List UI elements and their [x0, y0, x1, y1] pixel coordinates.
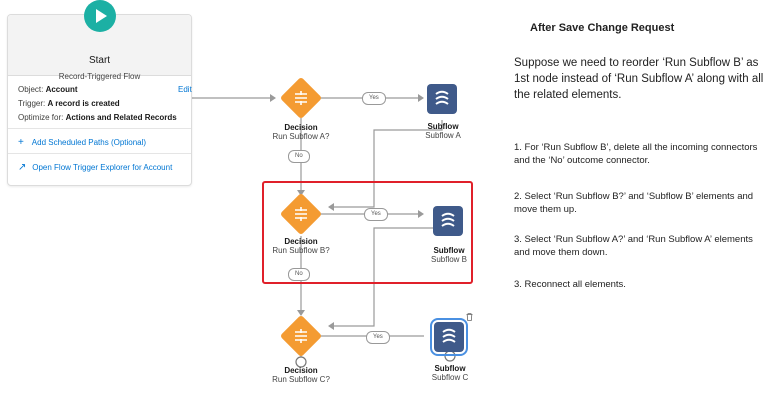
open-trigger-explorer-link[interactable]: ↗ Open Flow Trigger Explorer for Account: [18, 162, 172, 173]
play-icon[interactable]: [84, 0, 116, 32]
subflow-a-label: Subflow Subflow A: [407, 122, 479, 140]
subflow-a-node[interactable]: [427, 84, 457, 114]
decision-a-subtitle: Run Subflow A?: [272, 132, 330, 141]
object-row: Object: Account: [18, 85, 78, 94]
no-b-pill[interactable]: No: [288, 268, 310, 281]
yes-a-pill[interactable]: Yes: [362, 92, 386, 105]
decision-a-title: Decision: [284, 123, 318, 132]
subflow-c-subtitle: Subflow C: [431, 373, 469, 382]
object-label: Object:: [18, 85, 44, 94]
subflow-b-subtitle: Subflow B: [430, 255, 468, 264]
decision-c-subtitle: Run Subflow C?: [272, 375, 330, 384]
subflow-c-end-circle[interactable]: [444, 350, 456, 362]
divider: [8, 128, 191, 129]
subflow-icon: [441, 212, 455, 227]
decision-b-title: Decision: [284, 237, 318, 246]
decision-c-label: Decision Run Subflow C?: [266, 366, 336, 384]
object-value: Account: [45, 85, 78, 94]
start-subtitle: Record-Triggered Flow: [58, 72, 141, 81]
add-scheduled-paths-label: Add Scheduled Paths (Optional): [31, 138, 147, 147]
decision-icon: [295, 207, 307, 221]
add-scheduled-paths-link[interactable]: + Add Scheduled Paths (Optional): [18, 137, 146, 148]
open-trigger-explorer-label: Open Flow Trigger Explorer for Account: [32, 163, 173, 172]
optimize-value: Actions and Related Records: [65, 113, 177, 122]
trigger-label: Trigger:: [18, 99, 46, 108]
subflow-b-node[interactable]: [433, 206, 463, 236]
subflow-c-title: Subflow: [434, 364, 466, 373]
decision-icon: [295, 329, 307, 343]
yes-c-pill[interactable]: Yes: [366, 331, 390, 344]
panel-step: 3. Select ‘Run Subflow A?’ and ‘Run Subf…: [514, 234, 753, 258]
decision-b-subtitle: Run Subflow B?: [272, 246, 330, 255]
optimize-row: Optimize for: Actions and Related Record…: [18, 113, 177, 122]
panel-heading: After Save Change Request: [530, 22, 675, 34]
start-title: Start: [88, 55, 111, 66]
yes-b-pill[interactable]: Yes: [364, 208, 388, 221]
subflow-a-subtitle: Subflow A: [425, 131, 461, 140]
start-element[interactable]: Start Record-Triggered Flow Object: Acco…: [7, 14, 192, 186]
divider: [8, 153, 191, 154]
trash-icon[interactable]: [466, 313, 473, 321]
decision-b-label: Decision Run Subflow B?: [266, 237, 336, 255]
highlight-box: [262, 181, 473, 284]
decision-c-title: Decision: [284, 366, 318, 375]
edit-link[interactable]: Edit: [178, 85, 192, 94]
panel-intro: Suppose we need to reorder ‘Run Subflow …: [514, 57, 764, 101]
subflow-icon: [435, 90, 449, 105]
plus-icon: +: [18, 137, 24, 148]
decision-c-end-circle[interactable]: [295, 356, 307, 368]
subflow-icon: [442, 328, 456, 343]
decision-a-label: Decision Run Subflow A?: [266, 123, 336, 141]
panel-step: 3. Reconnect all elements.: [514, 279, 626, 290]
subflow-c-label: Subflow Subflow C: [414, 364, 486, 382]
subflow-c-node[interactable]: [430, 318, 468, 356]
decision-icon: [295, 91, 307, 105]
optimize-label: Optimize for:: [18, 113, 64, 122]
trigger-row: Trigger: A record is created: [18, 99, 120, 108]
open-external-icon: ↗: [18, 162, 27, 173]
panel-step: 1. For ‘Run Subflow B’, delete all the i…: [514, 142, 758, 166]
trigger-value: A record is created: [47, 99, 120, 108]
subflow-a-return-connector[interactable]: [334, 120, 443, 208]
subflow-b-title: Subflow: [433, 246, 465, 255]
subflow-a-title: Subflow: [427, 122, 459, 131]
subflow-b-label: Subflow Subflow B: [413, 246, 485, 264]
no-a-pill[interactable]: No: [288, 150, 310, 163]
panel-step: 2. Select ‘Run Subflow B?’ and ‘Subflow …: [514, 191, 754, 215]
